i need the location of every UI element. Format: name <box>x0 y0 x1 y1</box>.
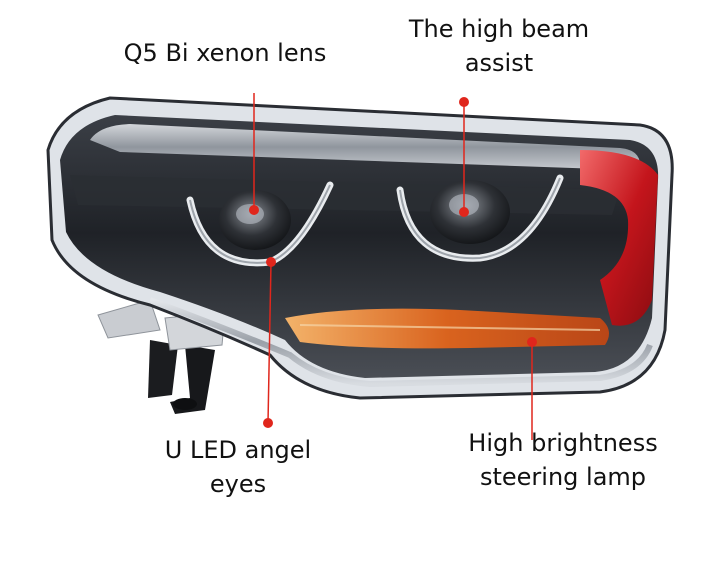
label-line: The high beam <box>408 15 590 43</box>
steering-lamp-strip <box>285 308 609 349</box>
label-line: U LED angel <box>164 436 312 464</box>
label-line: eyes <box>209 470 267 498</box>
mounting-brackets <box>97 299 226 414</box>
label-steering-lamp: High brightness steering lamp <box>452 426 674 494</box>
label-line: High brightness <box>468 429 658 457</box>
label-u-led-angel-eyes: U LED angel eyes <box>148 433 328 501</box>
projector-lens-left <box>219 190 291 250</box>
label-q5-bi-xenon-lens: Q5 Bi xenon lens <box>100 36 350 70</box>
label-line: Q5 Bi xenon lens <box>123 39 327 67</box>
projector-lens-right <box>430 180 510 244</box>
label-line: assist <box>464 49 534 77</box>
label-high-beam-assist: The high beam assist <box>392 12 606 80</box>
label-line: steering lamp <box>479 463 647 491</box>
red-side-lens <box>580 150 658 326</box>
callout-markers <box>249 93 537 440</box>
